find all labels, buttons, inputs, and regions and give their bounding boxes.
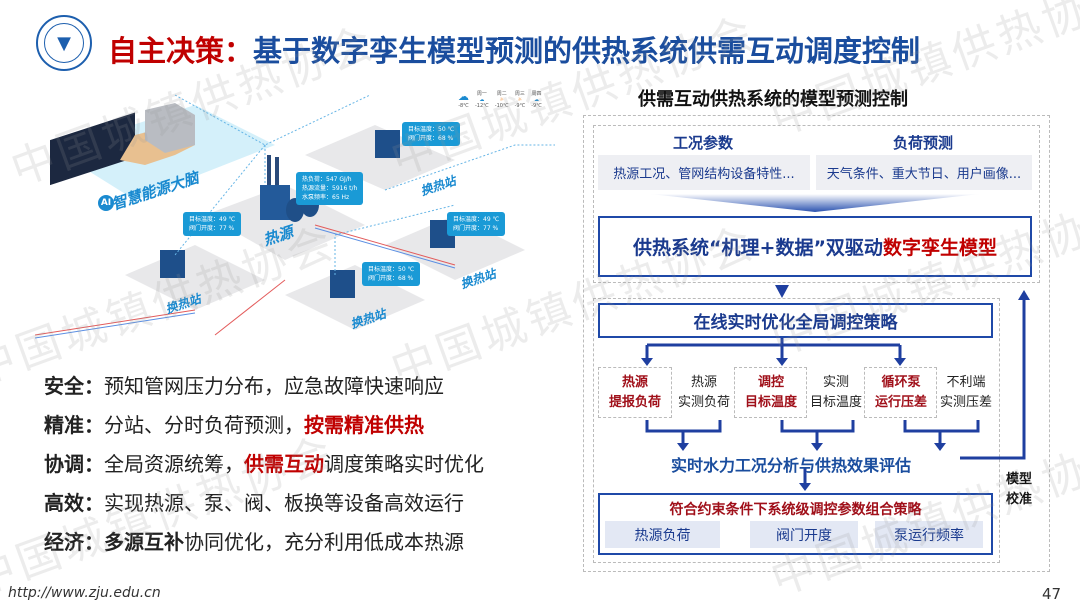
title-red: 自主决策： xyxy=(108,34,254,68)
weather-day: 周一☁-12℃ xyxy=(475,91,489,109)
cloud-sun-icon: ☁ xyxy=(458,90,469,103)
pump-pressure-diff: 循环泵运行压差 xyxy=(874,375,927,410)
bullet-precision: 精准：分站、分时负荷预测，按需精准供热 xyxy=(44,413,424,437)
input-right-title: 负荷预测 xyxy=(893,134,954,152)
bullet-economy: 经济：多源互补协同优化，充分利用低成本热源 xyxy=(44,530,464,554)
sun-icon: ☼ xyxy=(499,97,504,103)
weather-day: 周四☁-9℃ xyxy=(531,91,542,109)
result-valve-opening: 阀门开度 xyxy=(750,521,858,548)
pair-frame xyxy=(864,367,937,418)
cloud-icon: ☁ xyxy=(479,97,485,103)
input-right-box: 天气条件、重大节日、用户画像... xyxy=(816,155,1032,190)
sun-icon: ☼ xyxy=(517,97,523,103)
digital-twin-model-box: 供热系统“机理+数据”双驱动数字孪生模型 xyxy=(598,216,1032,277)
zju-logo: ▼ xyxy=(36,15,92,71)
result-box: 符合约束条件下系统级调控参数组合策略 xyxy=(598,493,993,555)
model-calibration-label: 模型校准 xyxy=(1006,472,1033,507)
input-left-box: 热源工况、管网结构设备特性... xyxy=(598,155,810,190)
flow-arrows xyxy=(641,285,1030,491)
footer-url[interactable]: http://www.zju.edu.cn xyxy=(8,585,161,601)
pair-frame xyxy=(734,367,807,418)
page-title: 自主决策：基于数字孪生模型预测的供热系统供需互动调度控制 xyxy=(108,28,920,70)
measured-pressure-diff: 不利端实测压差 xyxy=(939,375,992,410)
control-target-temp: 调控目标温度 xyxy=(744,375,797,410)
page-number: 47 xyxy=(1042,585,1062,603)
result-pump-frequency: 泵运行频率 xyxy=(875,521,983,548)
bullet-efficiency: 高效：实现热源、泵、阀、板换等设备高效运行 xyxy=(44,491,464,515)
result-title: 符合约束条件下系统级调控参数组合策略 xyxy=(669,502,922,518)
bullet-safety: 安全：预知管网压力分布，应急故障快速响应 xyxy=(44,374,444,398)
diagram-title: 供需互动供热系统的模型预测控制 xyxy=(638,89,908,110)
input-left-title: 工况参数 xyxy=(673,134,734,152)
source-reported-load: 热源提报负荷 xyxy=(608,375,661,410)
weather-day: 周二☼-10℃ xyxy=(494,91,509,109)
weather-day: 周三☼-9℃ xyxy=(514,91,526,109)
weather-forecast: ☁-8℃ 周一☁-12℃ 周二☼-10℃ 周三☼-9℃ 周四☁-9℃ xyxy=(458,90,542,109)
bullet-coordination: 协调：全局资源统筹，供需互动调度策略实时优化 xyxy=(44,452,484,476)
eagle-icon: ▼ xyxy=(44,23,84,63)
measured-target-temp: 实测目标温度 xyxy=(809,375,862,410)
result-heat-load: 热源负荷 xyxy=(605,521,720,548)
merge-arrow-icon xyxy=(650,194,980,212)
benefit-list: 安全：预知管网压力分布，应急故障快速响应 精准：分站、分时负荷预测，按需精准供热… xyxy=(44,372,484,567)
ai-badge: AI xyxy=(98,195,114,211)
weather-day: ☁-8℃ xyxy=(458,90,469,109)
model-frame xyxy=(593,125,1040,283)
cloud-icon: ☁ xyxy=(534,97,539,103)
evaluation-label: 实时水力工况分析与供热效果评估 xyxy=(671,456,912,475)
title-blue: 基于数字孪生模型预测的供热系统供需互动调度控制 xyxy=(253,34,921,68)
strategy-box: 在线实时优化全局调控策略 xyxy=(598,303,993,338)
pair-frame xyxy=(598,367,672,418)
control-frame xyxy=(593,298,1000,563)
outer-frame xyxy=(583,115,1050,572)
source-measured-load: 热源实测负荷 xyxy=(677,375,730,410)
